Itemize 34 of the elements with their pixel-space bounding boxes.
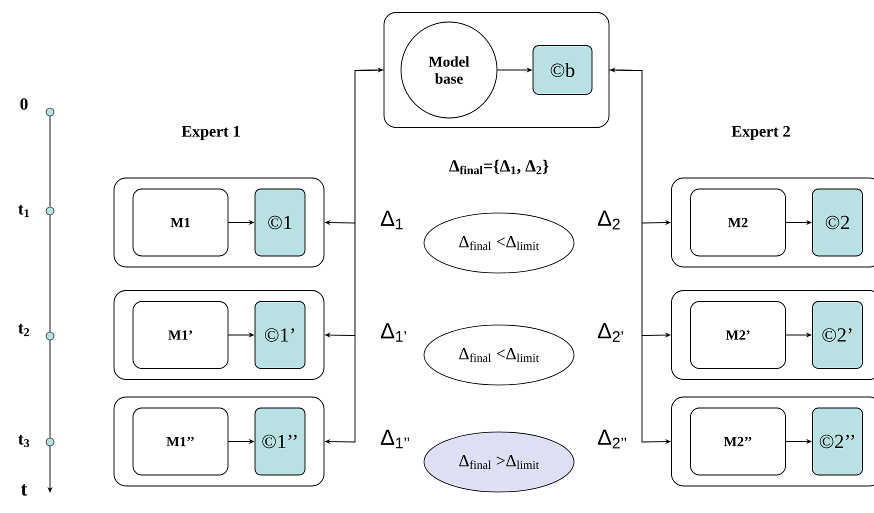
model-box: M1’’: [132, 408, 228, 476]
edge-label: Δ$_{1’}$: [380, 323, 406, 342]
group-box: [114, 178, 324, 268]
column-heading: Expert 1: [182, 126, 240, 140]
time-label: t$_{1}$: [18, 204, 29, 218]
model-box: M1’: [132, 301, 228, 369]
time-label: t: [21, 484, 28, 496]
classifier-box: ©b: [532, 45, 592, 95]
formula-label: Δ$_{final}$={Δ$_{1}$, Δ$_{2}$}: [449, 160, 548, 174]
time-label: 0: [20, 98, 28, 110]
model-box: M2’’: [690, 408, 786, 476]
time-label: t$_{2}$: [18, 324, 30, 336]
edge-label: Δ$_{2’}$: [598, 323, 623, 342]
edge-label: Δ$_{1’’}$: [380, 430, 410, 448]
group-box: [671, 178, 874, 268]
classifier-box: ©1’’: [254, 408, 306, 476]
group-box: [671, 290, 874, 380]
group-box: [114, 396, 324, 486]
model-box: M1: [132, 188, 228, 256]
classifier-box: ©2: [812, 188, 863, 256]
time-label: t$_{3}$: [18, 434, 30, 448]
edge-label: Δ$_{1}$: [380, 210, 403, 230]
classifier-box: ©2’’: [812, 408, 863, 476]
classifier-box: ©1’: [254, 301, 306, 369]
group-box: [384, 12, 610, 128]
group-box: [114, 290, 324, 380]
classifier-box: ©2’: [812, 301, 863, 369]
group-box: [671, 396, 874, 486]
model-box: M2’: [690, 301, 786, 369]
edge-label: Δ$_{2}$: [598, 210, 620, 230]
edge-label: Δ$_{2’’}$: [598, 430, 626, 448]
column-heading: Expert 2: [732, 126, 790, 140]
classifier-box: ©1: [254, 188, 306, 256]
model-box: M2: [690, 188, 786, 256]
